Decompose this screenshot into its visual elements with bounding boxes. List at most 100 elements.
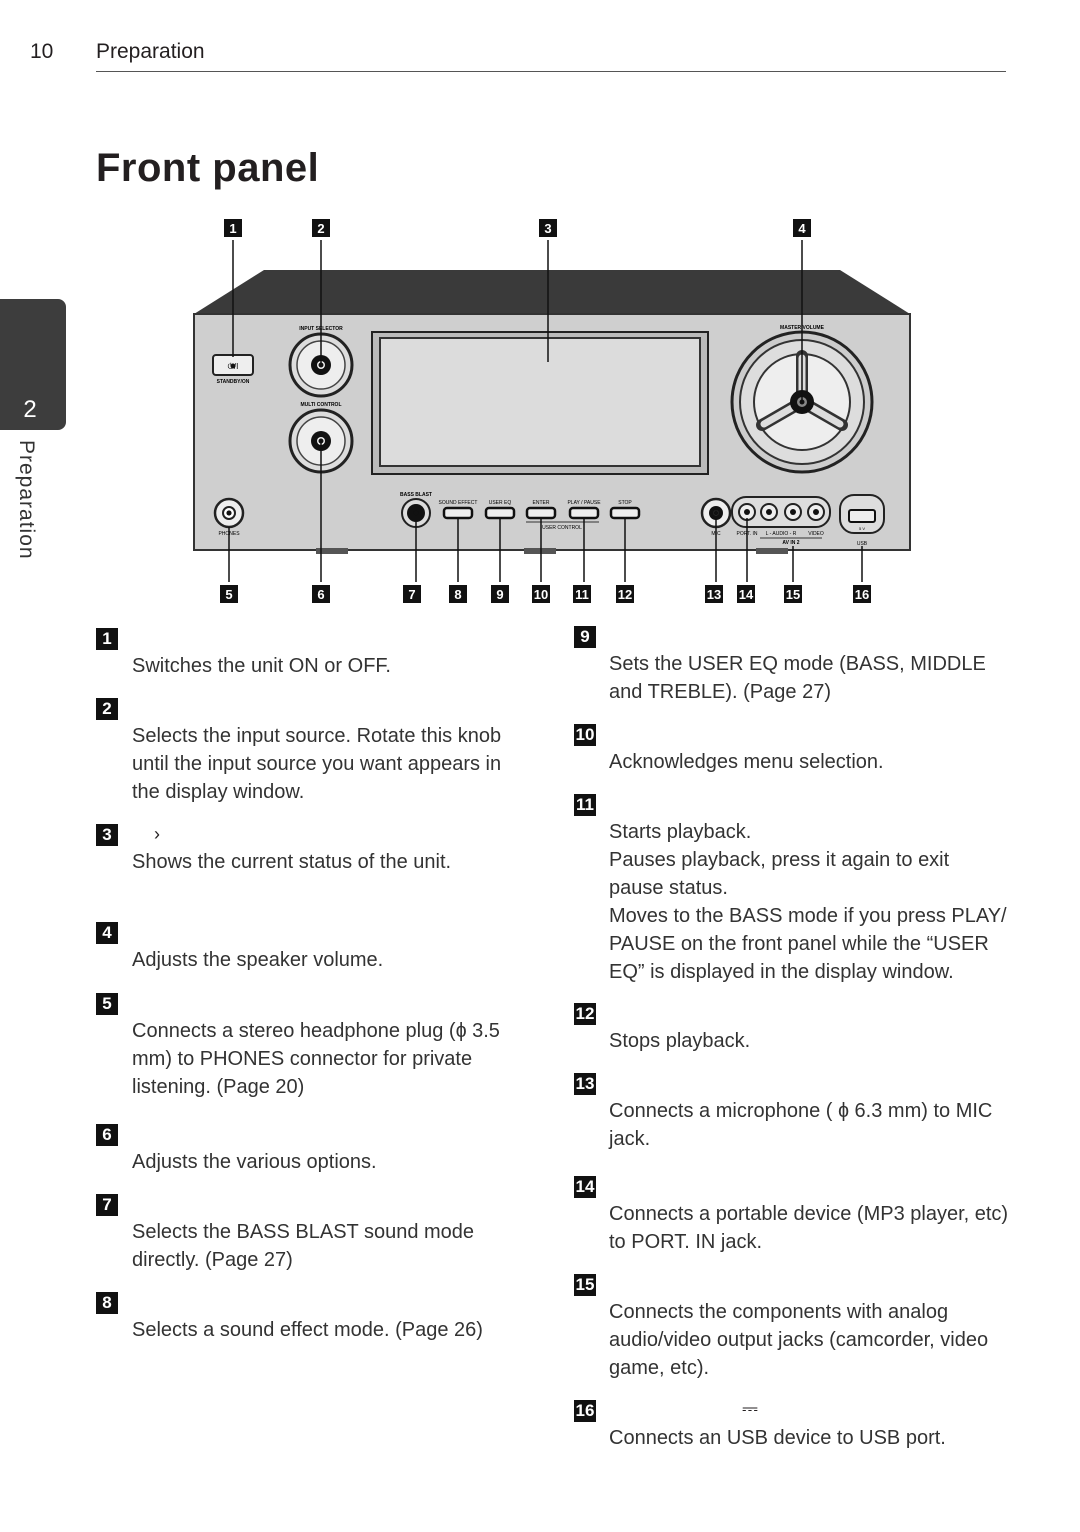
callout-number-box: 13 [705,585,723,603]
item-description: Connects an USB device to USB port. [609,1427,946,1449]
item-symbol: ⎓ [742,1398,758,1420]
page-title: Front panel [96,146,320,190]
usb-label: USB [857,541,868,547]
item-description: Shows the current status of the unit. [132,851,452,873]
unit-foot [756,548,788,554]
callout-number: 9 [496,587,503,602]
callout-number-box: 2 [312,219,330,237]
item-number-box: 10 [574,724,596,746]
item-description: Connects a microphone ( ɸ 6.3 mm) to MIC… [609,1100,993,1150]
item-description: Stops playback. [609,1030,751,1052]
item-number-box: 8 [96,1292,118,1314]
item-description: Selects the BASS BLAST sound mode direct… [132,1221,475,1271]
stop-label: STOP [618,500,632,506]
callout-top: 1 2 3 4 [224,219,811,237]
callout-number: 16 [855,587,869,602]
item-number-box: 7 [96,1194,118,1216]
unit-foot [524,548,556,554]
multi-control-label: MULTI CONTROL [300,402,341,408]
callout-number-box: 4 [793,219,811,237]
section-header: Preparation [96,40,205,63]
callout-bottom: 5 6 7 8 9 10 11 12 13 14 15 16 [220,585,871,603]
usb-port [848,509,876,523]
item-number-box: 9 [574,626,596,648]
callout-number-box: 15 [784,585,802,603]
item-description: Sets the USER EQ mode (BASS, MIDDLE and … [609,653,986,703]
item-description: Connects the components with analog audi… [609,1301,989,1379]
item-number-box: 16 [574,1400,596,1422]
callout-number: 3 [544,221,551,236]
callout-number-box: 12 [616,585,634,603]
callout-number-box: 5 [220,585,238,603]
item-symbol: › [154,824,160,844]
callout-number-box: 14 [737,585,755,603]
callout-number: 6 [317,587,324,602]
audio-in-label: L - AUDIO - R [766,531,797,537]
item-number-box: 13 [574,1073,596,1095]
enter-button [525,506,557,520]
bass-blast-label: BASS BLAST [400,492,432,498]
callout-number-box: 10 [532,585,550,603]
video-label: VIDEO [808,531,824,537]
callout-number-box: 1 [224,219,242,237]
callout-number-box: 7 [403,585,421,603]
item-description: Adjusts the speaker volume. [132,949,384,971]
item-number-box: 4 [96,922,118,944]
unit-foot [316,548,348,554]
item-number-box: 11 [574,794,596,816]
item-number-box: 12 [574,1003,596,1025]
display-window [379,337,701,467]
feature-item: 16 ⎓ Connects an USB device to USB port. [574,1398,946,1449]
user-eq-label: USER EQ [489,500,512,506]
item-number-box: 6 [96,1124,118,1146]
callout-number: 5 [225,587,232,602]
item-description: Starts playback. Pauses playback, press … [609,821,1007,983]
item-description: Selects the input source. Rotate this kn… [132,725,502,803]
front-panel-diagram: ⏻/I STANDBY/ON INPUT SELECTOR MULTI CONT… [193,219,911,603]
item-description: Connects a portable device (MP3 player, … [609,1203,1009,1253]
play-pause-button [568,506,600,520]
item-number-box: 3 [96,824,118,846]
chapter-number: 2 [23,396,37,423]
item-number-box: 2 [96,698,118,720]
callout-number: 13 [707,587,721,602]
user-control-label: USER CONTROL [542,525,582,531]
callout-number: 4 [798,221,806,236]
chapter-tab: 2 [0,299,66,430]
callout-number-box: 11 [573,585,591,603]
page-number: 10 [30,40,54,63]
standby-label: STANDBY/ON [217,379,250,385]
unit-top-surface [194,270,910,314]
play-pause-label: PLAY / PAUSE [567,500,601,506]
chapter-label: Preparation [15,440,38,560]
callout-number-box: 8 [449,585,467,603]
user-eq-button [484,506,516,520]
item-description: Selects a sound effect mode. (Page 26) [132,1319,483,1341]
item-number-box: 14 [574,1176,596,1198]
callout-number: 7 [408,587,415,602]
item-description: Switches the unit ON or OFF. [132,655,391,677]
item-number-box: 15 [574,1274,596,1296]
item-number-box: 5 [96,993,118,1015]
av-jack-panel [731,496,831,528]
header-rule [96,71,1006,72]
callout-number: 2 [317,221,324,236]
callout-number-box: 9 [491,585,509,603]
callout-number: 14 [739,587,754,602]
callout-number: 15 [786,587,800,602]
callout-number: 11 [575,587,589,602]
callout-number-box: 6 [312,585,330,603]
